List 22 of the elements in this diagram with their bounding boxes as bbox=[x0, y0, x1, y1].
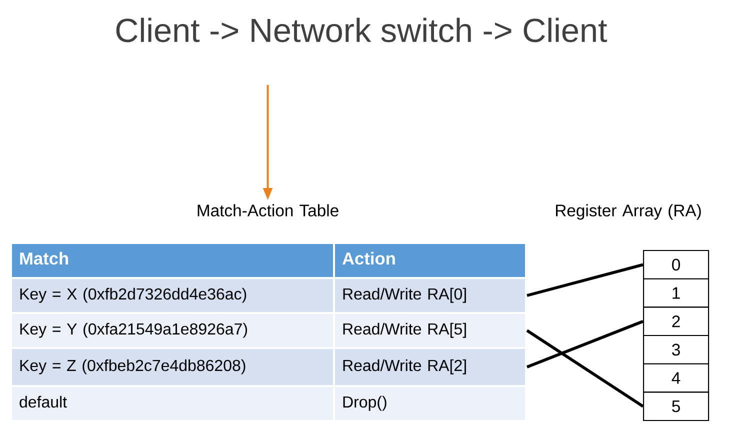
register-cell: 2 bbox=[643, 306, 710, 336]
connector-line bbox=[526, 329, 644, 408]
table-cell: Read/Write RA[0] bbox=[333, 277, 527, 314]
register-cell: 3 bbox=[643, 335, 710, 364]
table-cell: Read/Write RA[2] bbox=[333, 347, 527, 387]
register-array-heading: Register Array (RA) bbox=[556, 204, 701, 220]
header-cell: Action bbox=[333, 242, 527, 279]
table-heading: Match-Action Table bbox=[198, 204, 338, 216]
register-cell: 1 bbox=[643, 278, 710, 308]
title: Client -> Network switch -> Client bbox=[116, 18, 608, 42]
register-cell: 5 bbox=[643, 392, 710, 422]
register-cell: 0 bbox=[643, 250, 710, 280]
register-cell: 4 bbox=[643, 363, 710, 393]
table-cell: Key = Z (0xfbeb2c7e4db86208) bbox=[10, 347, 335, 387]
header-cell: Match bbox=[10, 242, 335, 279]
table-cell: Key = Y (0xfa21549a1e8926a7) bbox=[10, 312, 335, 349]
table-cell: Key = X (0xfb2d7326dd4e36ac) bbox=[10, 277, 335, 314]
connector-line bbox=[526, 263, 644, 297]
table-cell: default bbox=[10, 385, 335, 422]
connector-line bbox=[526, 320, 644, 368]
table-cell: Drop() bbox=[333, 385, 527, 422]
table-cell: Read/Write RA[5] bbox=[333, 312, 527, 349]
